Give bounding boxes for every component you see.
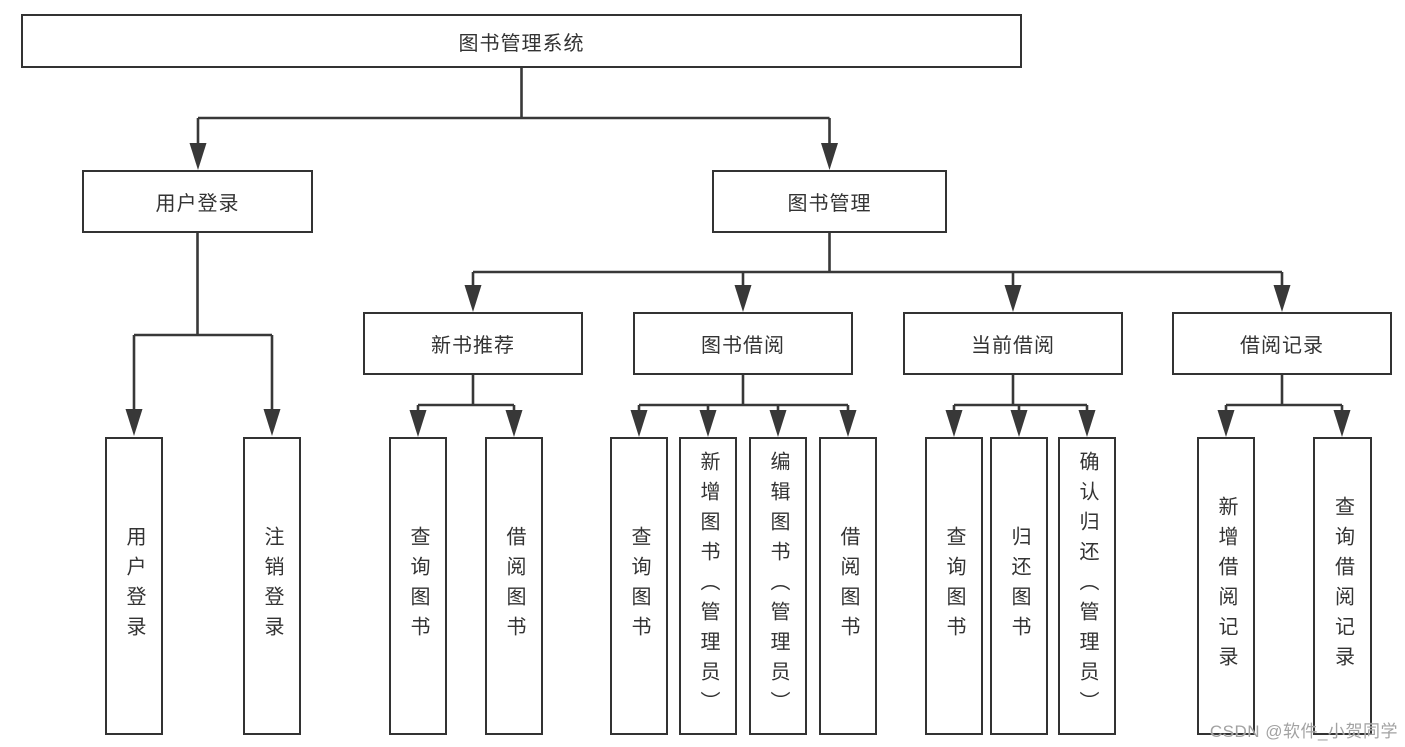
node-label: 借阅记录: [1240, 335, 1324, 357]
node-book-management: 图书管理: [712, 170, 947, 233]
node-new-book-recommend: 新书推荐: [363, 312, 583, 375]
node-label: 图书借阅: [701, 335, 785, 357]
node-label: 新增借阅记录: [1215, 496, 1237, 676]
connectors-user-login: [125, 233, 281, 436]
node-root-library-system: 图书管理系统: [21, 14, 1022, 68]
leaf-return-book: 归还图书: [990, 437, 1048, 735]
leaf-query-books-3: 查询图书: [925, 437, 983, 735]
node-label: 确认归还（管理员）: [1076, 451, 1098, 721]
leaf-user-login: 用户登录: [105, 437, 163, 735]
connectors-book-borrow: [630, 375, 857, 437]
leaf-confirm-return-admin: 确认归还（管理员）: [1058, 437, 1116, 735]
leaf-add-book-admin: 新增图书（管理员）: [679, 437, 737, 735]
node-label: 新增图书（管理员）: [697, 451, 719, 721]
node-label: 新书推荐: [431, 335, 515, 357]
leaf-query-books-2: 查询图书: [610, 437, 668, 735]
connectors-root: [189, 68, 838, 170]
csdn-watermark: CSDN @软件_小贺同学: [1209, 722, 1398, 741]
node-label: 当前借阅: [971, 335, 1055, 357]
connectors-current-borrow: [945, 375, 1096, 437]
leaf-edit-book-admin: 编辑图书（管理员）: [749, 437, 807, 735]
node-current-borrow: 当前借阅: [903, 312, 1123, 375]
leaf-logout: 注销登录: [243, 437, 301, 735]
node-label: 编辑图书（管理员）: [767, 451, 789, 721]
node-label: 注销登录: [261, 526, 283, 646]
node-borrow-records: 借阅记录: [1172, 312, 1392, 375]
leaf-borrow-books-2: 借阅图书: [819, 437, 877, 735]
node-label: 图书管理: [787, 193, 872, 215]
node-label: 查询图书: [943, 526, 965, 646]
leaf-query-books-1: 查询图书: [389, 437, 447, 735]
node-user-login: 用户登录: [82, 170, 313, 233]
connectors-borrow-records: [1217, 375, 1351, 437]
connectors-new-book: [409, 375, 523, 437]
node-label: 借阅图书: [837, 526, 859, 646]
node-book-borrow: 图书借阅: [633, 312, 853, 375]
leaf-borrow-books-1: 借阅图书: [485, 437, 543, 735]
node-label: 查询借阅记录: [1331, 496, 1354, 676]
leaf-query-borrow-record: 查询借阅记录: [1313, 437, 1372, 735]
node-label: 查询图书: [407, 526, 429, 646]
node-label: 用户登录: [155, 193, 240, 215]
node-label: 查询图书: [628, 526, 650, 646]
node-label: 图书管理系统: [458, 32, 585, 55]
node-label: 借阅图书: [503, 526, 525, 646]
node-label: 归还图书: [1008, 526, 1030, 646]
connectors-book-management: [464, 233, 1291, 312]
node-label: 用户登录: [123, 526, 145, 646]
leaf-add-borrow-record: 新增借阅记录: [1197, 437, 1255, 735]
